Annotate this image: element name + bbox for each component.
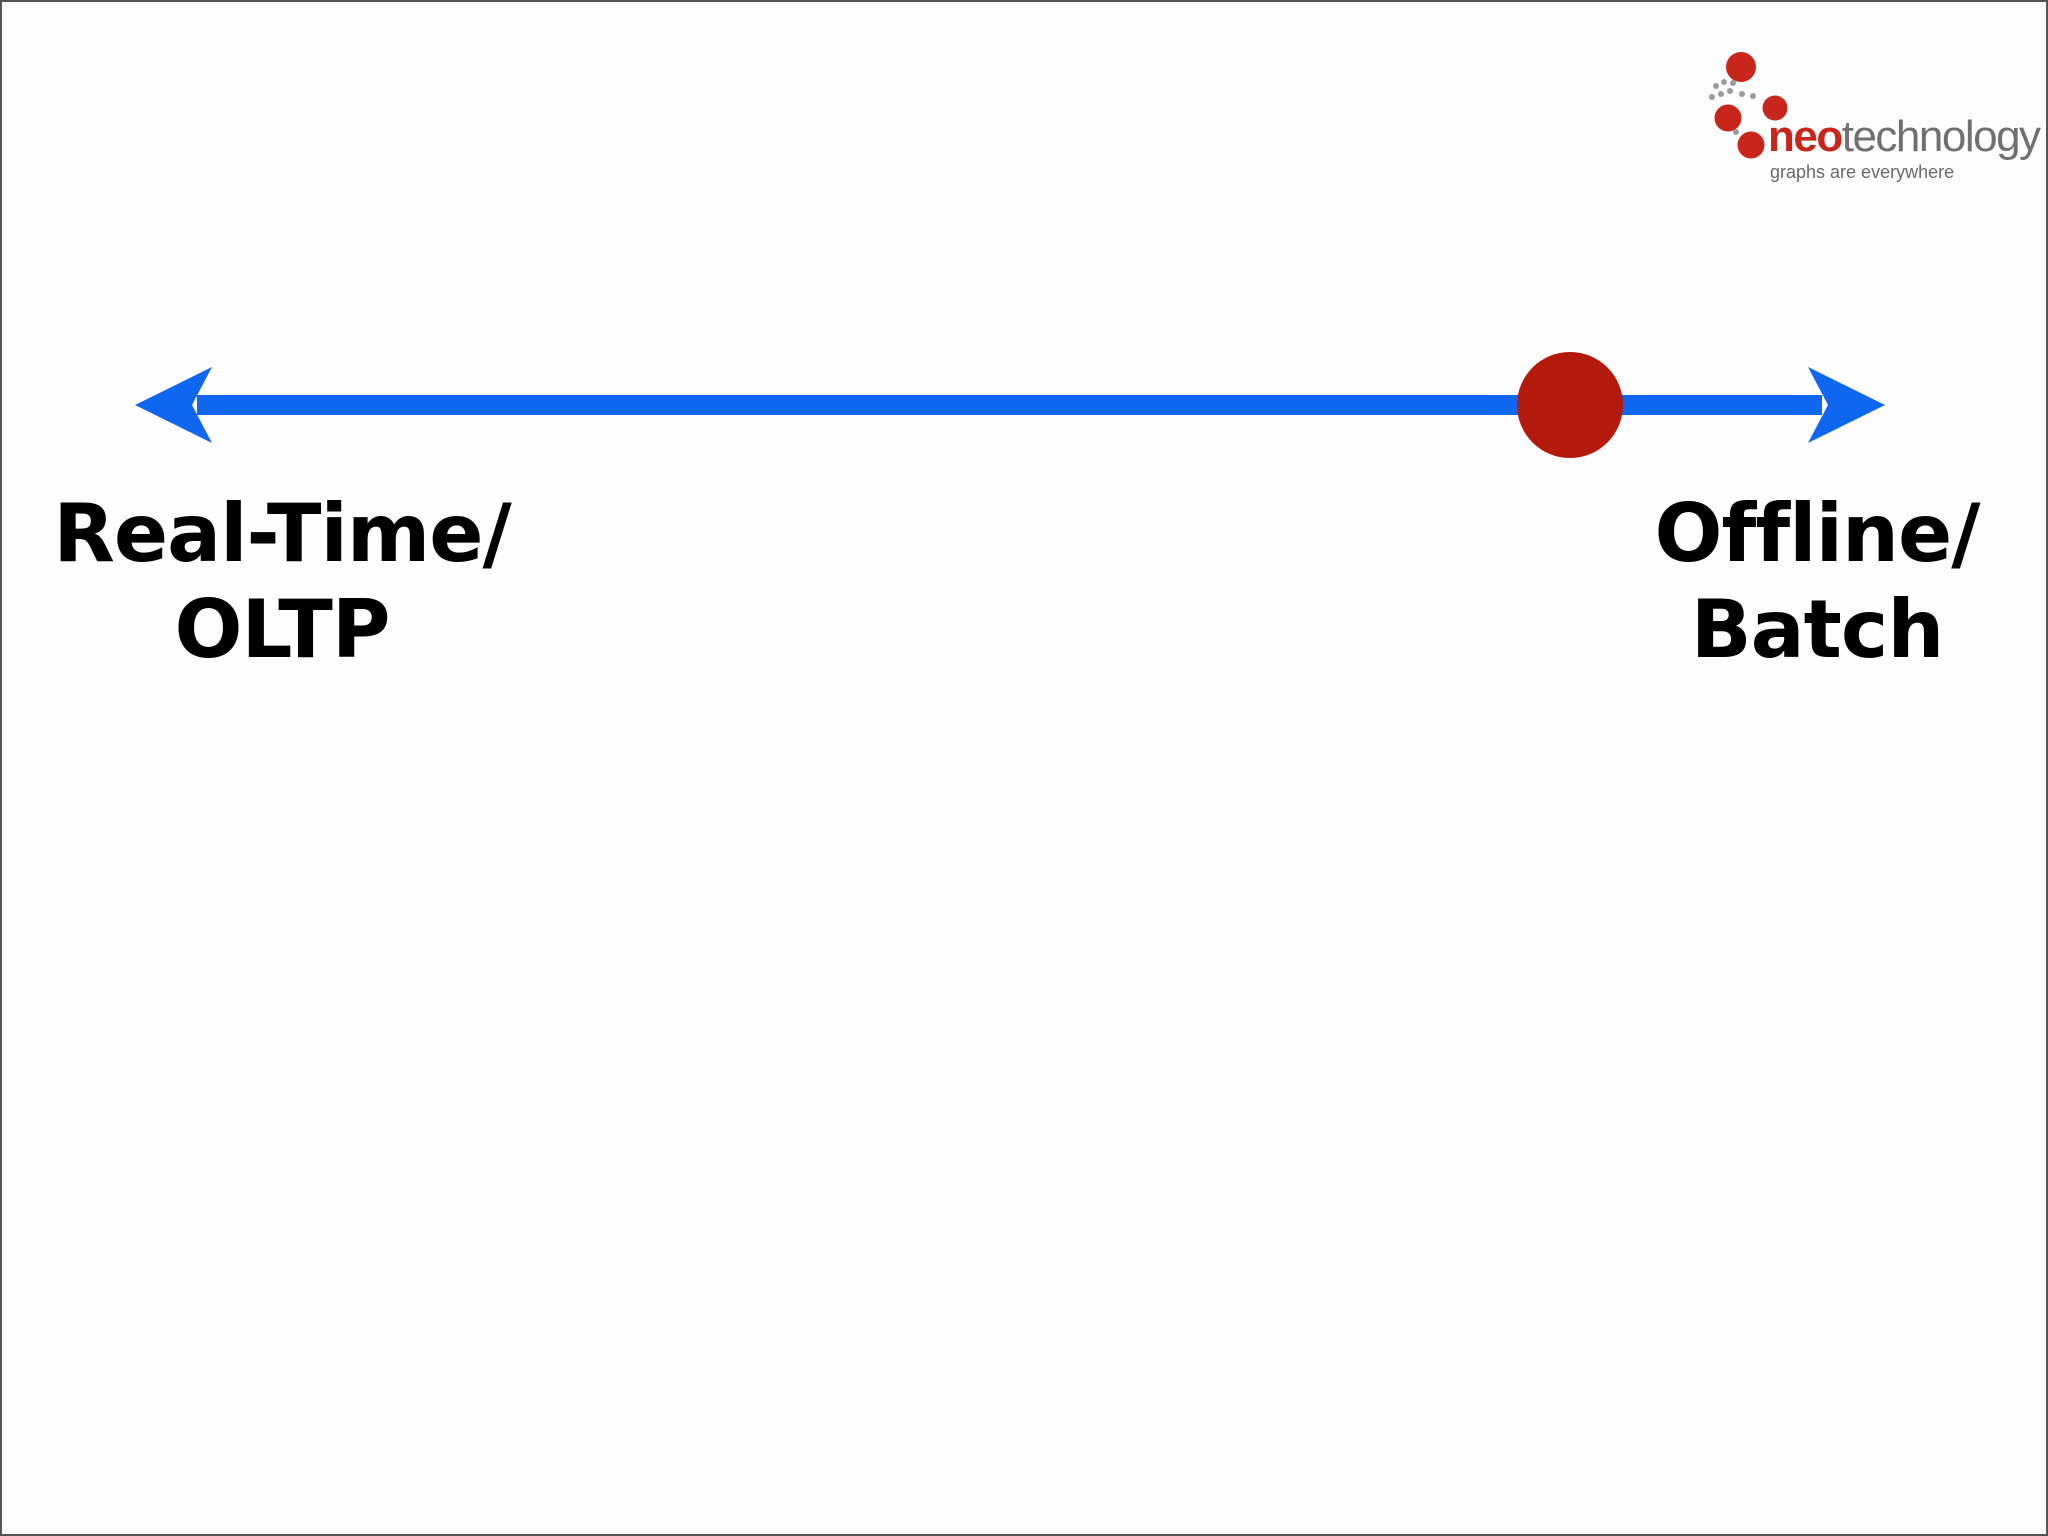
- right-arrowhead-icon: [1808, 367, 1885, 443]
- logo-wordmark: neotechnology: [1768, 112, 2041, 161]
- logo-technology-text: technology: [1841, 112, 2041, 161]
- real-time-label-line-2: OLTP: [174, 583, 391, 676]
- real-time-label-line-1: Real-Time/: [53, 487, 512, 580]
- graph-dots-icon: [1709, 52, 1788, 159]
- offline-batch-label: Offline/ Batch: [1607, 486, 2027, 678]
- logo-tagline: graphs are everywhere: [1770, 162, 1955, 182]
- left-arrowhead-icon: [135, 367, 212, 443]
- offline-label-line-1: Offline/: [1654, 487, 1981, 580]
- offline-label-line-2: Batch: [1690, 583, 1945, 676]
- real-time-oltp-label: Real-Time/ OLTP: [32, 486, 532, 678]
- logo-neo-text: neo: [1768, 112, 1843, 161]
- spectrum-marker: [1517, 352, 1623, 458]
- neotechnology-logo: neotechnology graphs are everywhere: [1702, 42, 2041, 192]
